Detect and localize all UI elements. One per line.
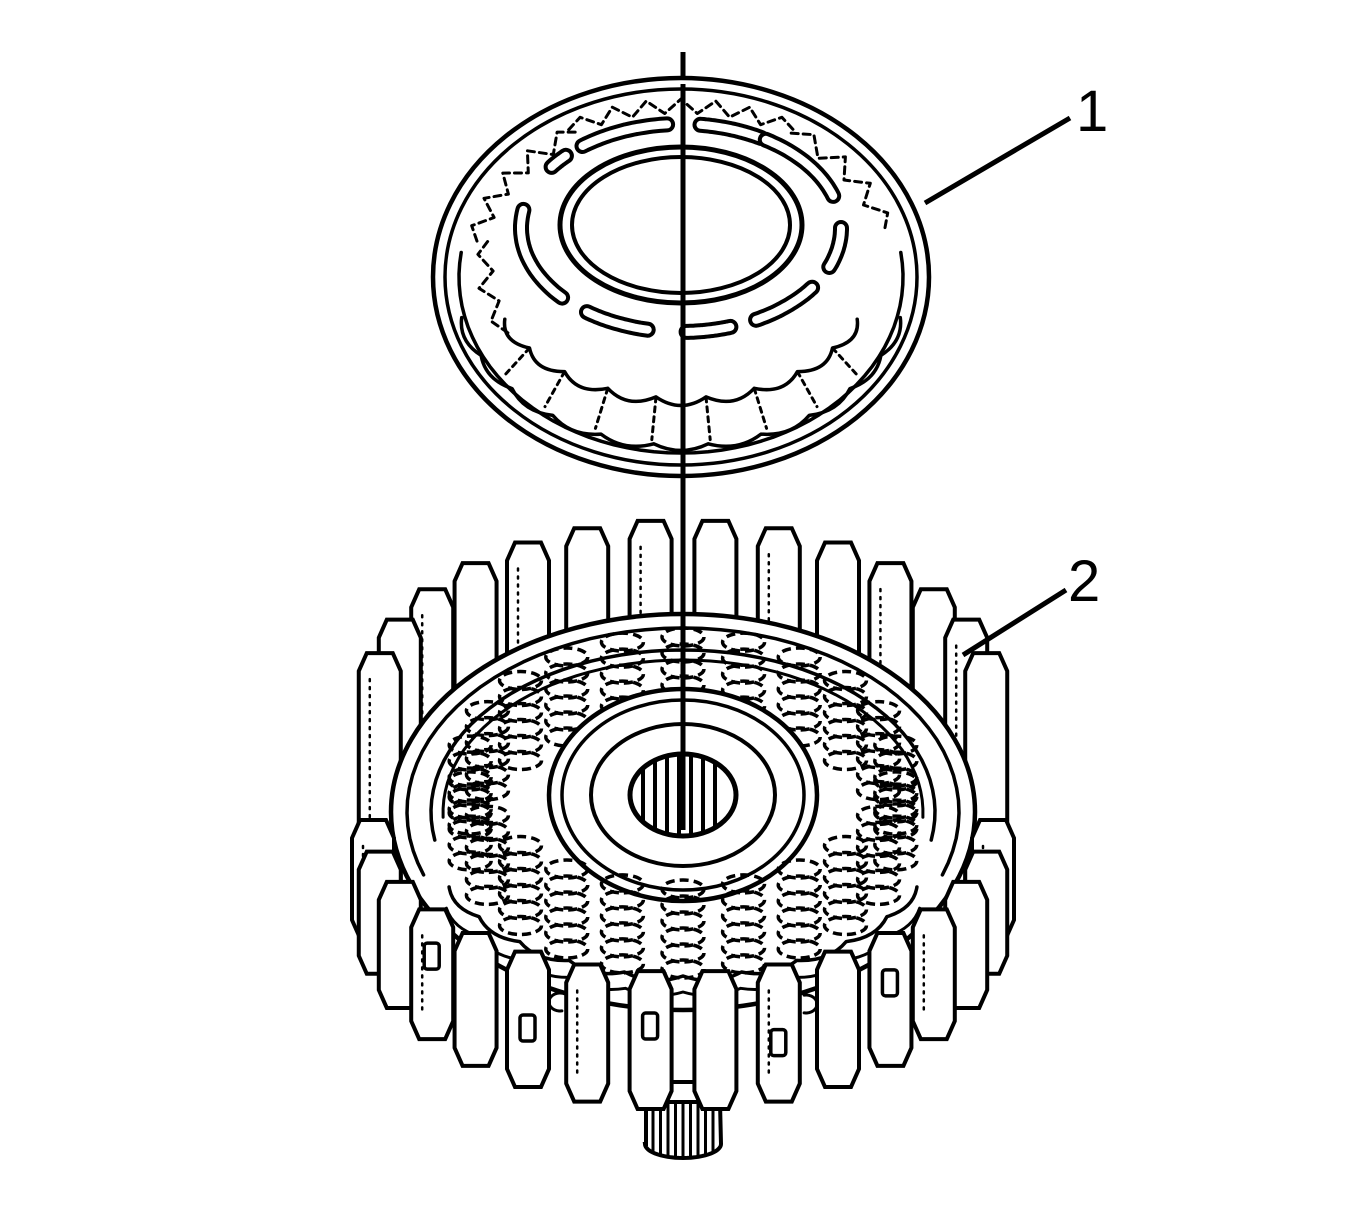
callout-1-leader-line (923, 115, 1072, 206)
callout-1-label: 1 (1076, 79, 1108, 144)
callout-2-leader-line (961, 587, 1068, 658)
springs-front (447, 770, 919, 980)
drum-front-teeth (350, 818, 1016, 1112)
callouts: 1 2 (923, 79, 1108, 658)
spring-pocket-rim (444, 885, 922, 998)
callout-2-label: 2 (1068, 549, 1100, 614)
ring-slots (513, 116, 849, 340)
springs-back (447, 626, 919, 836)
